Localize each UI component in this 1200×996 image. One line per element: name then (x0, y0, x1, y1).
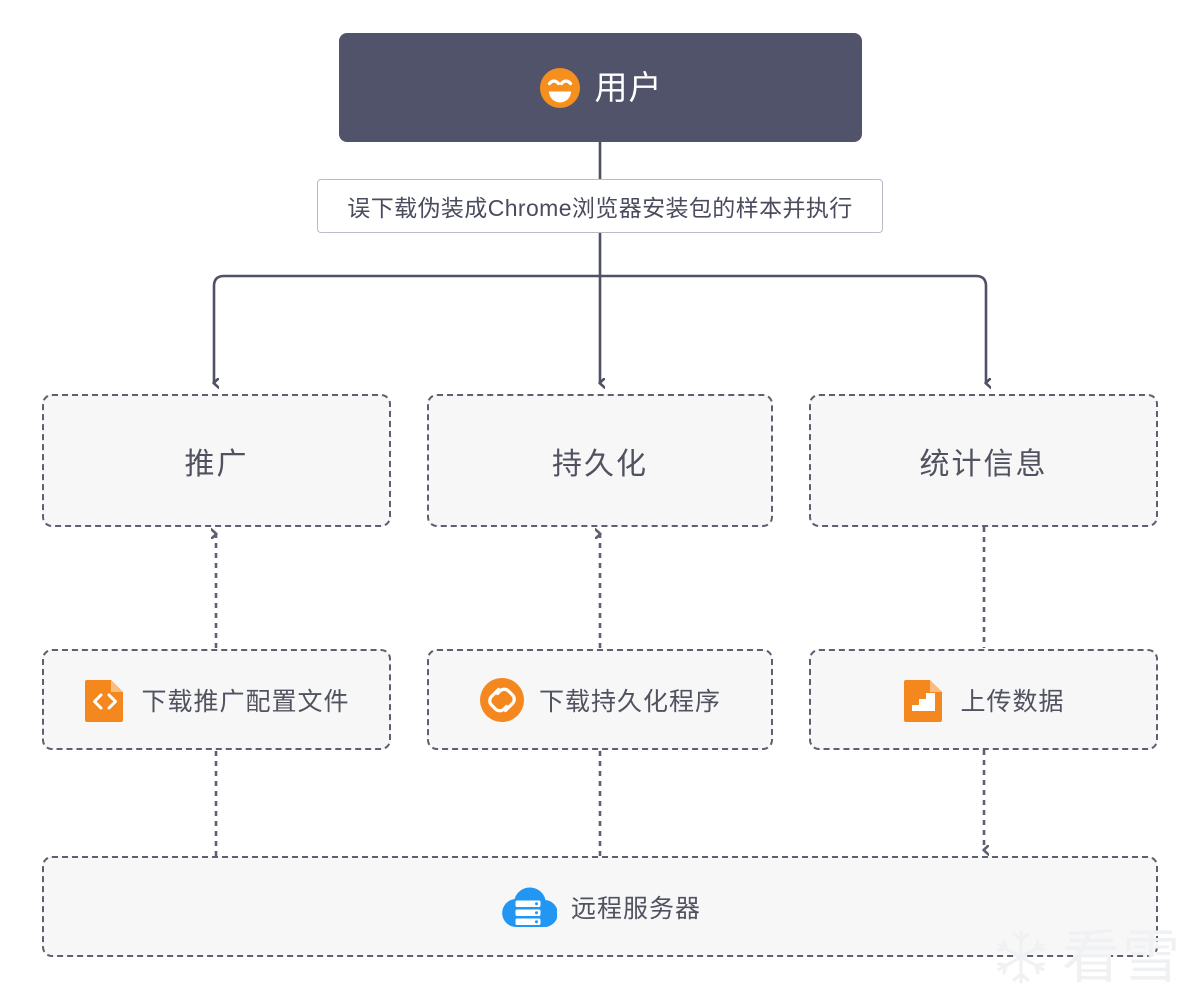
node-stage-promotion-label: 推广 (184, 447, 249, 481)
smiley-face-emoji-icon (539, 67, 581, 109)
node-stage-persistence-label: 持久化 (552, 447, 648, 481)
connector-branch-right (598, 274, 986, 383)
node-stage-promotion[interactable]: 推广 (42, 394, 391, 527)
file-code-icon (83, 676, 127, 724)
node-edge-caption: 误下载伪装成Chrome浏览器安装包的样本并执行 (317, 179, 883, 233)
node-task-upload-data-label: 上传数据 (960, 687, 1065, 716)
file-chart-icon (902, 676, 946, 724)
node-user-root[interactable]: 用户 (339, 33, 862, 142)
node-task-download-persistence-program[interactable]: 下载持久化程序 (427, 649, 773, 750)
node-stage-statistics-label: 统计信息 (919, 447, 1048, 481)
node-remote-server[interactable]: 远程服务器 (42, 856, 1158, 957)
link-circle-icon (479, 677, 525, 723)
node-remote-server-label: 远程服务器 (570, 894, 701, 923)
connector-branch-left (214, 274, 602, 383)
node-task-download-persistence-program-label: 下载持久化程序 (538, 687, 721, 716)
cloud-server-icon (499, 881, 558, 933)
node-user-root-label: 用户 (594, 69, 663, 106)
node-task-upload-data[interactable]: 上传数据 (809, 649, 1158, 750)
node-edge-caption-label: 误下载伪装成Chrome浏览器安装包的样本并执行 (347, 195, 853, 221)
node-stage-persistence[interactable]: 持久化 (427, 394, 773, 527)
node-stage-statistics[interactable]: 统计信息 (809, 394, 1158, 527)
node-task-download-promo-config[interactable]: 下载推广配置文件 (42, 649, 391, 750)
node-task-download-promo-config-label: 下载推广配置文件 (141, 687, 350, 716)
